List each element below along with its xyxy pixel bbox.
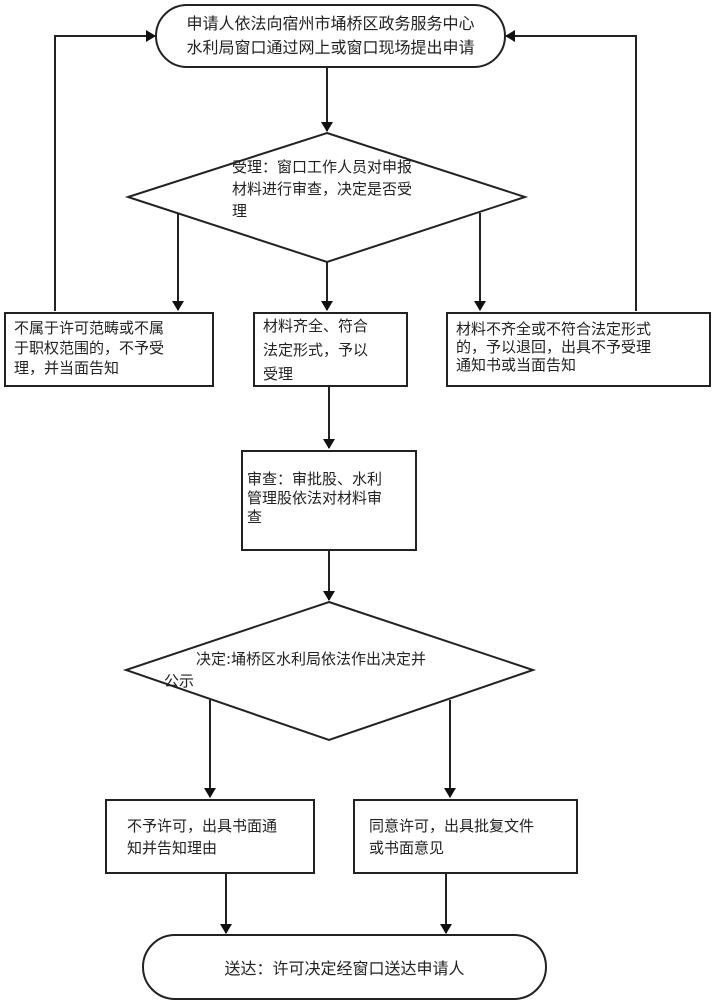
grant-permit-box: 同意许可，出具批复文件 或书面意见 xyxy=(353,799,578,874)
reject-line-2: 于职权范围的，不予受 xyxy=(14,339,165,357)
deny-permit-box: 不予许可，出具书面通 知并告知理由 xyxy=(105,799,315,874)
accepted-line-1: 材料齐全、符合 xyxy=(263,317,369,335)
returned-line-2: 的，予以退回，出具不予受理 xyxy=(456,338,652,356)
final-decision-diamond xyxy=(122,600,537,742)
final-decision-line-1: 决定:埇桥区水利局依法作出决定并 xyxy=(196,650,427,668)
accepted-box: 材料齐全、符合 法定形式，予以 受理 xyxy=(253,312,408,387)
returned-line-3: 通知书或当面告知 xyxy=(456,356,577,374)
review-box: 审查：审批股、水利 管理股依法对材料审 查 xyxy=(241,450,417,551)
start-line-1: 申请人依法向宿州市埇桥区政务服务中心 xyxy=(186,14,475,33)
accept-decision-line-2: 材料进行审查，决定是否受 xyxy=(232,180,413,198)
review-line-1: 审查：审批股、水利 xyxy=(247,470,383,488)
reject-line-1: 不属于许可范畴或不属 xyxy=(14,319,165,337)
accept-decision-line-1: 受理：窗口工作人员对申报 xyxy=(232,158,413,176)
final-decision-text: 决定:埇桥区水利局依法作出决定并 公示 xyxy=(164,648,484,692)
deny-line-2: 知并告知理由 xyxy=(127,839,218,857)
review-line-3: 查 xyxy=(247,508,263,526)
delivery-text: 送达：许可决定经窗口送达申请人 xyxy=(224,959,465,978)
final-decision-line-2: 公示 xyxy=(164,672,195,690)
reject-line-3: 理，并当面告知 xyxy=(14,359,120,377)
grant-line-1: 同意许可，出具批复文件 xyxy=(369,817,535,835)
deny-line-1: 不予许可，出具书面通 xyxy=(127,817,278,835)
reject-out-of-scope-box: 不属于许可范畴或不属 于职权范围的，不予受 理，并当面告知 xyxy=(4,312,214,387)
accept-decision-line-3: 理 xyxy=(232,202,248,220)
delivery-terminal: 送达：许可决定经窗口送达申请人 xyxy=(142,934,547,1000)
start-terminal: 申请人依法向宿州市埇桥区政务服务中心 水利局窗口通过网上或窗口现场提出申请 xyxy=(155,4,506,68)
accepted-line-2: 法定形式，予以 xyxy=(263,341,369,359)
returned-line-1: 材料不齐全或不符合法定形式 xyxy=(456,320,652,338)
start-line-2: 水利局窗口通过网上或窗口现场提出申请 xyxy=(186,38,475,57)
accept-decision-text: 受理：窗口工作人员对申报 材料进行审查，决定是否受 理 xyxy=(232,156,432,222)
arrow-returned-feedback xyxy=(505,30,637,311)
grant-line-2: 或书面意见 xyxy=(369,839,445,857)
accepted-line-3: 受理 xyxy=(263,365,294,383)
arrow-reject-feedback xyxy=(54,30,156,311)
returned-incomplete-box: 材料不齐全或不符合法定形式 的，予以退回，出具不予受理 通知书或当面告知 xyxy=(446,312,711,387)
review-line-2: 管理股依法对材料审 xyxy=(247,489,383,507)
